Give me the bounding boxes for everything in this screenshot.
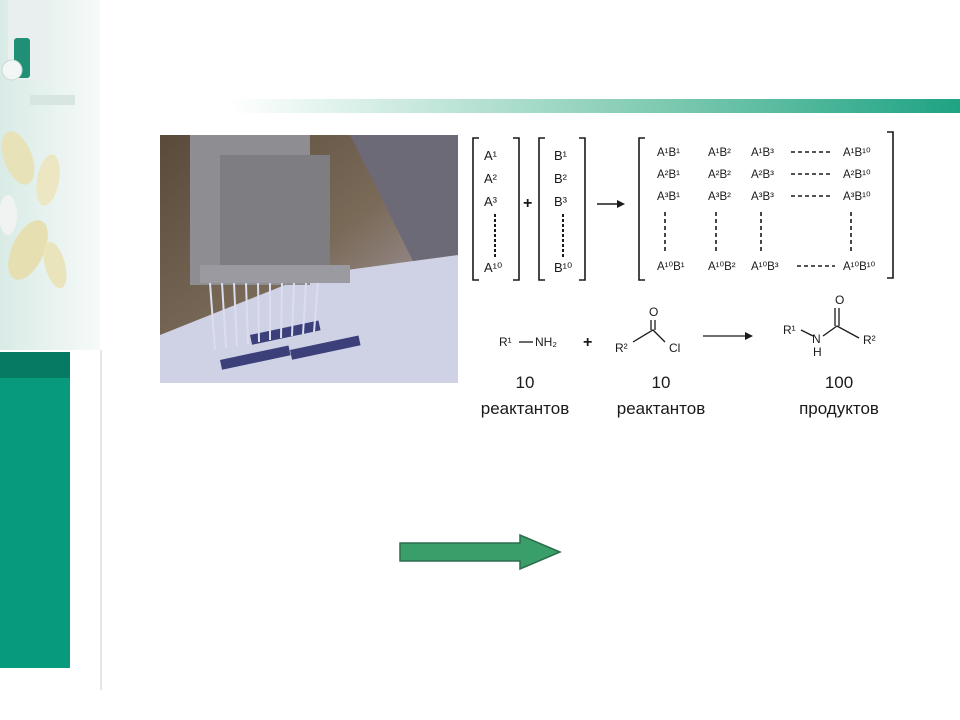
count-number: 10: [652, 373, 671, 392]
matrix-cell: A¹⁰B¹: [657, 261, 685, 273]
product-nitrogen: N: [812, 332, 821, 346]
product-hydrogen: H: [813, 345, 822, 359]
multichannel-pipette-photo: [160, 135, 458, 383]
green-arrow: [398, 533, 562, 571]
product-r1: R¹: [783, 323, 796, 337]
matrix-cell: A¹B¹⁰: [843, 147, 871, 159]
count-label: продуктов: [799, 399, 879, 418]
matrix-cell: A¹B³: [751, 147, 774, 159]
acyl-oxygen: O: [649, 305, 658, 319]
plus-sign: +: [523, 195, 532, 212]
amine-group: NH₂: [535, 335, 557, 349]
pills-photo: [0, 0, 100, 350]
list-a-item: A²: [484, 171, 498, 186]
teal-bar-accent: [0, 352, 70, 378]
acyl-chlorine: Cl: [669, 341, 680, 355]
header-gradient-rule: [230, 99, 960, 113]
count-label: реактантов: [481, 399, 570, 418]
matrix-cell: A¹⁰B²: [708, 261, 736, 273]
teal-side-bar: [0, 352, 70, 668]
count-number: 100: [825, 373, 853, 392]
yield-arrow: [617, 200, 625, 208]
matrix-cell: A²B¹⁰: [843, 169, 871, 181]
matrix-cell: A³B³: [751, 191, 774, 203]
list-a-item: A¹: [484, 148, 498, 163]
matrix-cell: A³B¹⁰: [843, 191, 871, 203]
matrix-cell: A¹⁰B¹⁰: [843, 261, 876, 273]
combinatorial-synthesis-scheme: A¹ A² A³ A¹⁰ B¹ B² B³ B¹⁰ + A¹B¹ A¹B² A¹…: [465, 130, 905, 430]
vertical-divider: [100, 350, 102, 690]
matrix-cell: A³B²: [708, 191, 731, 203]
matrix-cell: A³B¹: [657, 191, 680, 203]
count-label: реактантов: [617, 399, 706, 418]
matrix-cell: A²B³: [751, 169, 774, 181]
amine-r1: R¹: [499, 335, 512, 349]
matrix-cell: A¹B¹: [657, 147, 680, 159]
list-a-item: A¹⁰: [484, 260, 502, 275]
acyl-r2: R²: [615, 341, 628, 355]
list-b-item: B¹: [554, 148, 568, 163]
product-oxygen: O: [835, 293, 844, 307]
matrix-cell: A²B¹: [657, 169, 680, 181]
reaction-plus: +: [583, 334, 592, 351]
matrix-cell: A¹B²: [708, 147, 731, 159]
list-b-item: B³: [554, 194, 568, 209]
count-number: 10: [516, 373, 535, 392]
list-b-item: B¹⁰: [554, 260, 572, 275]
reaction-arrow: [745, 332, 753, 340]
list-b-item: B²: [554, 171, 568, 186]
matrix-cell: A²B²: [708, 169, 731, 181]
list-a-item: A³: [484, 194, 498, 209]
product-r2: R²: [863, 333, 876, 347]
matrix-cell: A¹⁰B³: [751, 261, 779, 273]
